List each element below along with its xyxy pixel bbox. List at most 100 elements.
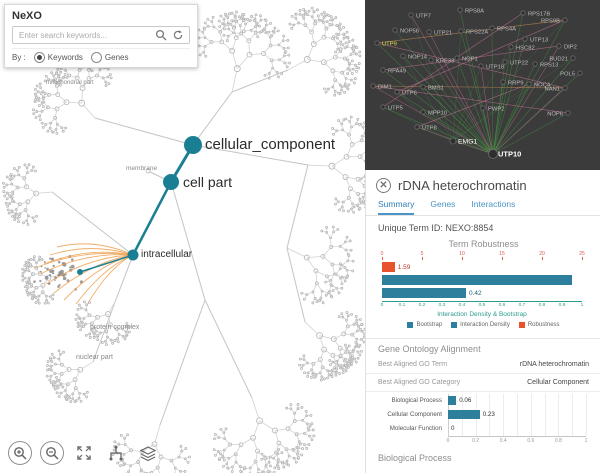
gene-node-UTP13[interactable] — [522, 36, 528, 42]
gene-node-label-NOC4[interactable]: NOC4 — [534, 83, 551, 89]
gene-node-UTP18[interactable] — [478, 63, 484, 69]
gene-node-label-RRP9[interactable]: RRP9 — [508, 81, 523, 87]
gene-node-PWP2[interactable] — [480, 105, 486, 111]
gene-node-label-UTP8[interactable]: UTP8 — [422, 126, 437, 132]
zoom-out-button[interactable] — [40, 441, 64, 465]
gene-node-label-HSC82[interactable]: HSC82 — [516, 46, 535, 52]
gene-node-label-UTP18[interactable]: UTP18 — [486, 65, 504, 71]
gene-node-label-RPS13[interactable]: RPS13 — [540, 63, 558, 69]
gene-node-label-RPS22A[interactable]: RPS22A — [466, 30, 488, 36]
tab-genes[interactable]: Genes — [430, 199, 456, 209]
app-title: NeXO — [12, 10, 42, 22]
tree-node-nuclear-part[interactable]: nuclear part — [76, 354, 113, 361]
gene-node-MPP10[interactable] — [420, 109, 426, 115]
gene-node-KRE33[interactable] — [428, 57, 434, 63]
gene-node-BMS1[interactable] — [420, 84, 426, 90]
gene-node-label-UTP22[interactable]: UTP22 — [510, 61, 528, 67]
gene-node-NOP6[interactable] — [565, 110, 571, 116]
zoom-in-button[interactable] — [8, 441, 32, 465]
gene-node-RPA49[interactable] — [380, 67, 386, 73]
gene-node-label-PWP2[interactable]: PWP2 — [488, 107, 504, 113]
gene-node-label-UTP13[interactable]: UTP13 — [530, 38, 548, 44]
gene-node-label-RPS4A[interactable]: RPS4A — [497, 27, 516, 33]
gene-node-UTP8[interactable] — [414, 124, 420, 130]
gene-node-DIP2[interactable] — [556, 43, 562, 49]
gene-node-UTP5[interactable] — [380, 104, 386, 110]
gene-node-label-UTP9[interactable]: UTP9 — [382, 42, 397, 48]
gene-node-label-NOP6[interactable]: NOP6 — [547, 112, 563, 118]
refresh-icon[interactable] — [171, 29, 185, 41]
ontology-tree-canvas[interactable] — [0, 0, 365, 473]
tree-node-mitochondrial-part[interactable]: mitochondrial part — [46, 80, 94, 86]
gene-node-label-RPS17B[interactable]: RPS17B — [528, 12, 550, 18]
gene-node-label-NAN1[interactable]: NAN1 — [545, 87, 560, 93]
go-bar-cellular-component — [448, 410, 480, 419]
tree-node-cellular-component[interactable]: cellular_component — [205, 136, 336, 153]
gene-node-label-KRE33[interactable]: KRE33 — [436, 59, 454, 65]
gene-node-label-NOP56[interactable]: NOP56 — [400, 29, 419, 35]
gene-node-UTP22[interactable] — [502, 59, 508, 65]
gene-node-NAN1[interactable] — [562, 85, 568, 91]
gene-node-NOP1[interactable] — [454, 55, 460, 61]
tree-node-intracellular[interactable]: intracellular — [141, 249, 193, 260]
gene-node-label-BMS1[interactable]: BMS1 — [428, 86, 444, 92]
gene-node-UTP7[interactable] — [408, 12, 414, 18]
gene-node-UTP9[interactable] — [374, 40, 380, 46]
gene-node-RPS4A[interactable] — [489, 25, 495, 31]
detail-header: ✕ rDNA heterochromatin — [366, 170, 600, 196]
search-mode-genes[interactable]: Genes — [90, 52, 128, 63]
gene-node-RRP9[interactable] — [500, 79, 506, 85]
gene-node-label-RPS8A[interactable]: RPS8A — [465, 9, 484, 15]
gene-node-label-DIP2[interactable]: DIP2 — [564, 45, 577, 51]
tree-node-membrane[interactable]: membrane — [126, 165, 158, 172]
gene-node-label-UTP5[interactable]: UTP5 — [388, 106, 403, 112]
fit-to-screen-button[interactable] — [72, 441, 96, 465]
gene-node-EMG1[interactable] — [449, 137, 457, 145]
gene-node-label-NOP1[interactable]: NOP1 — [462, 57, 478, 63]
search-mode-keywords[interactable]: Keywords — [33, 52, 83, 63]
gene-node-RPS22A[interactable] — [458, 28, 464, 34]
gene-node-NOP14[interactable] — [400, 53, 406, 59]
gene-node-HSC82[interactable] — [508, 44, 514, 50]
gene-node-RPS8A[interactable] — [457, 7, 463, 13]
layers-button[interactable] — [136, 441, 160, 465]
gene-node-NOC4[interactable] — [526, 81, 532, 87]
gene-node-label-BUD21[interactable]: BUD21 — [549, 57, 568, 63]
tree-node-cell-part[interactable]: cell part — [183, 174, 233, 190]
gene-node-label-UTP10[interactable]: UTP10 — [498, 150, 521, 159]
tree-node-protein-complex[interactable]: protein complex — [90, 324, 140, 331]
gene-node-UTP21[interactable] — [426, 29, 432, 35]
gene-node-RPS17B[interactable] — [520, 10, 526, 16]
expand-tree-button[interactable] — [104, 441, 128, 465]
search-input[interactable] — [17, 29, 151, 41]
gene-node-label-UTP21[interactable]: UTP21 — [434, 31, 452, 37]
gene-node-UTP10[interactable] — [488, 149, 498, 159]
gene-node-RPS9B[interactable] — [562, 17, 568, 23]
genes-radio[interactable] — [90, 52, 102, 63]
tab-summary[interactable]: Summary — [378, 199, 415, 215]
gene-node-label-POL5[interactable]: POL5 — [560, 72, 575, 78]
gene-node-label-EMG1[interactable]: EMG1 — [458, 139, 477, 146]
gene-node-UTP6[interactable] — [394, 89, 400, 95]
search-field[interactable] — [12, 26, 190, 44]
gene-node-POL5[interactable] — [577, 70, 583, 76]
gene-node-label-DIM1[interactable]: DIM1 — [378, 85, 392, 91]
gene-node-label-MPP10[interactable]: MPP10 — [428, 111, 447, 117]
gene-node-label-UTP6[interactable]: UTP6 — [402, 91, 417, 97]
gene-node-DIM1[interactable] — [370, 83, 376, 89]
gene-node-NOP56[interactable] — [392, 27, 398, 33]
search-icon[interactable] — [154, 29, 168, 41]
gene-node-label-RPA49[interactable]: RPA49 — [388, 69, 406, 75]
gene-node-label-NOP14[interactable]: NOP14 — [408, 55, 428, 61]
gene-node-label-UTP7[interactable]: UTP7 — [416, 14, 431, 20]
go-category-label: Best Aligned GO Category — [378, 379, 461, 386]
tab-interactions[interactable]: Interactions — [471, 199, 516, 209]
close-icon[interactable]: ✕ — [376, 178, 391, 193]
gene-node-label-RPS9B[interactable]: RPS9B — [541, 19, 560, 25]
gene-node-RPS13[interactable] — [532, 61, 538, 67]
keywords-radio[interactable] — [33, 52, 45, 63]
gene-node-BUD21[interactable] — [570, 55, 576, 61]
